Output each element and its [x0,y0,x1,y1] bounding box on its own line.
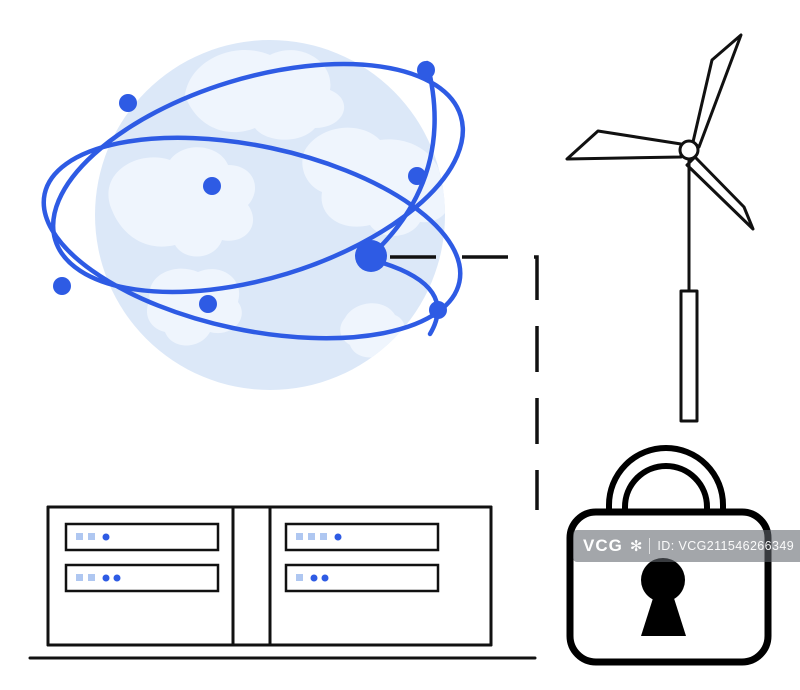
server-indicator [296,574,303,581]
server-slot [284,563,440,593]
network-node [429,301,447,319]
continent-north [185,49,345,140]
server-indicator [308,533,315,540]
server-indicator-led [102,533,110,541]
turbine-hub [678,139,700,161]
turbine-tower [679,289,699,423]
server-indicator [88,574,95,581]
server-indicator [88,533,95,540]
watermark-id: ID: VCG211546266349 [657,539,795,553]
server-indicator-led [321,574,329,582]
network-node [417,61,435,79]
network-node [119,94,137,112]
keyhole-circle [641,558,685,602]
server-indicator [76,533,83,540]
keyhole-flare [641,592,686,636]
server-indicator [320,533,327,540]
server-indicator-led [334,533,342,541]
server-indicator-led [310,574,318,582]
lock-shackle-inner [622,463,710,514]
dashed-connector [390,255,539,510]
watermark: VCG ✻ ID: VCG211546266349 [573,530,800,562]
wind-turbine-illustration [565,33,755,423]
orbit-ring-1 [50,61,466,295]
network-node [203,177,221,195]
turbine-blade-bottom [685,155,755,231]
network-arc-1 [377,60,437,250]
server-indicator-led [113,574,121,582]
globe-network-illustration [41,40,466,390]
server-racks-illustration [28,505,537,660]
continent-west [108,147,256,257]
server-indicator [296,533,303,540]
vcg-flower-icon: ✻ [629,537,643,555]
turbine-blade-left [565,129,683,161]
network-hub-node [355,240,387,272]
network-node [53,277,71,295]
watermark-brand: VCG [583,536,623,555]
server-indicator-led [102,574,110,582]
network-node [408,167,426,185]
turbine-blade-top [691,33,743,149]
network-node [199,295,217,313]
server-indicator [76,574,83,581]
lock-shackle-outer [606,445,726,514]
orbit-ring-2 [41,135,463,341]
watermark-divider [649,538,651,554]
network-arc-2 [380,260,440,337]
